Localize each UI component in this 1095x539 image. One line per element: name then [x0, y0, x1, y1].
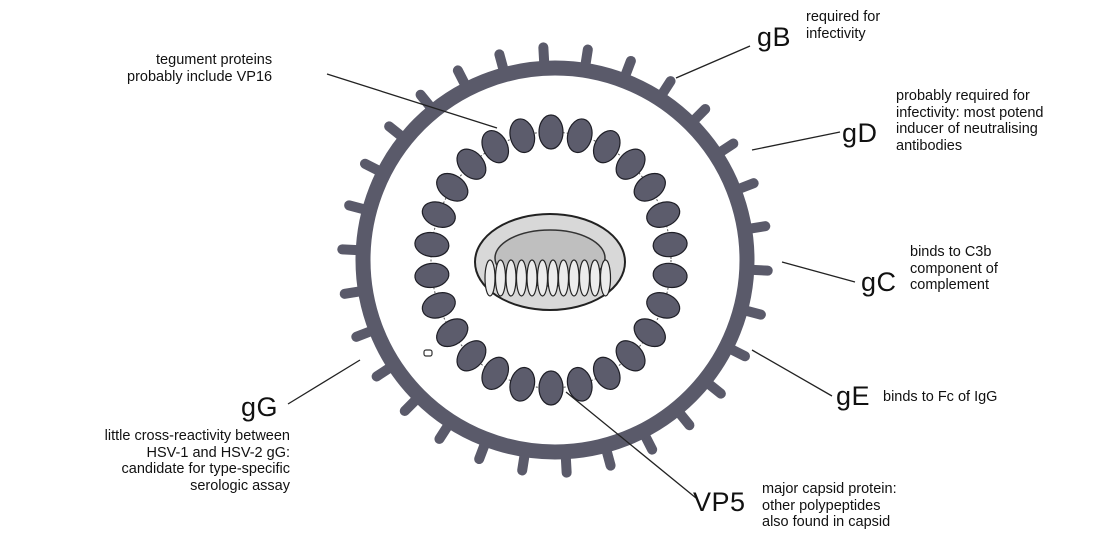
gG-description: little cross-reactivity between HSV-1 an…	[26, 428, 290, 495]
gE-name: gE	[836, 381, 870, 412]
capsomer	[564, 116, 595, 155]
gD-description-line-2: infectivity: most potend	[896, 105, 1044, 122]
core-strand	[485, 260, 495, 296]
core-strand	[527, 260, 537, 296]
core-strand	[559, 260, 569, 296]
gD-name: gD	[842, 118, 878, 149]
VP5-description-line-3: also found in capsid	[762, 514, 897, 531]
gE-leader	[752, 350, 832, 396]
gB-name: gB	[757, 22, 791, 53]
gE-description: binds to Fc of IgG	[883, 389, 997, 406]
gC-description-line-2: component of	[910, 261, 998, 278]
gG-description-line-3: candidate for type-specific	[26, 461, 290, 478]
core-strand	[580, 260, 590, 296]
gD-description-line-3: inducer of neutralising	[896, 121, 1044, 138]
gB-description-line-1: required for	[806, 9, 880, 26]
capsomer	[539, 371, 563, 405]
gB-description: required for infectivity	[806, 9, 880, 42]
gG-description-line-1: little cross-reactivity between	[26, 428, 290, 445]
capsomer	[507, 365, 538, 404]
core-strand	[538, 260, 548, 296]
core-strand	[496, 260, 506, 296]
capsomer	[539, 115, 563, 149]
capsomer	[652, 261, 689, 289]
dna-core	[475, 214, 625, 310]
capsomer	[652, 231, 689, 259]
gG-name: gG	[241, 392, 278, 423]
gC-description-line-1: binds to C3b	[910, 244, 998, 261]
gC-leader	[782, 262, 855, 282]
capsomer	[643, 197, 683, 231]
gB-leader	[676, 46, 750, 78]
VP5-description-line-2: other polypeptides	[762, 498, 897, 515]
gD-description-line-1: probably required for	[896, 88, 1044, 105]
capsomer	[419, 288, 459, 322]
gC-name: gC	[861, 267, 897, 298]
core-strand	[601, 260, 611, 296]
capsomer	[643, 288, 683, 322]
tegument-label: tegument proteins probably include VP16	[127, 52, 272, 85]
VP5-description-line-1: major capsid protein:	[762, 481, 897, 498]
gC-description-line-3: complement	[910, 277, 998, 294]
capsomer	[507, 116, 538, 155]
VP5-description: major capsid protein: other polypeptides…	[762, 481, 897, 531]
gG-description-line-4: serologic assay	[26, 478, 290, 495]
capsomer	[414, 261, 451, 289]
capsomer	[419, 197, 459, 231]
gD-description-line-4: antibodies	[896, 138, 1044, 155]
capsomer	[564, 365, 595, 404]
core-strand	[590, 260, 600, 296]
gC-description: binds to C3b component of complement	[910, 244, 998, 294]
core-strand	[569, 260, 579, 296]
gD-leader	[752, 132, 840, 150]
capsomer	[414, 231, 451, 259]
gB-description-line-2: infectivity	[806, 26, 880, 43]
gD-description: probably required for infectivity: most …	[896, 88, 1044, 155]
small-particle	[424, 350, 432, 356]
core-strand	[506, 260, 516, 296]
core-strand	[517, 260, 527, 296]
core-strand	[548, 260, 558, 296]
gG-description-line-2: HSV-1 and HSV-2 gG:	[26, 445, 290, 462]
tegument-label-line-2: probably include VP16	[127, 69, 272, 86]
VP5-name: VP5	[693, 487, 746, 518]
tegument-label-line-1: tegument proteins	[127, 52, 272, 69]
gG-leader	[288, 360, 360, 404]
